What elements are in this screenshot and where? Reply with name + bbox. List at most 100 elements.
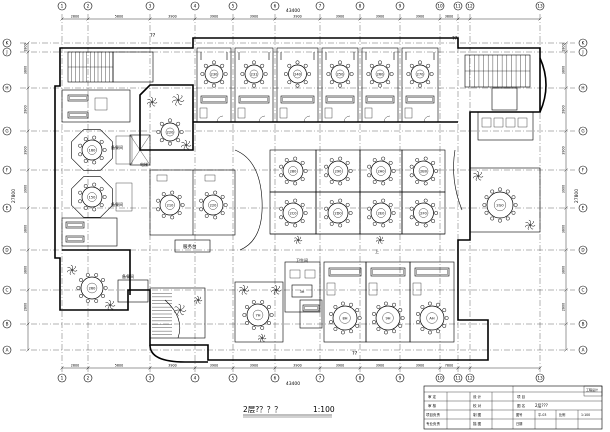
lazy-susan [252, 309, 264, 321]
chair [349, 302, 354, 307]
chair [431, 177, 436, 182]
chair [505, 189, 510, 194]
axis-letter: F [6, 168, 9, 173]
axis-number: 4 [194, 376, 197, 381]
chair [326, 72, 331, 76]
leaf [477, 175, 482, 181]
round-table-center: 290 [324, 156, 353, 186]
lazy-susan [87, 145, 97, 155]
sofa-seat [69, 113, 87, 117]
axis-bubble [435, 1, 445, 11]
axis-letter: D [5, 248, 8, 253]
axis-bubble [2, 83, 12, 93]
axis-number: 1 [61, 4, 64, 9]
leaf [185, 140, 190, 146]
leaf [473, 172, 479, 177]
lazy-susan [288, 208, 298, 218]
round-table-left-lower: 260 [76, 273, 108, 303]
chair [293, 198, 298, 203]
chair [78, 199, 83, 204]
label-bottom-qq: ?? [352, 351, 358, 357]
door-swing [303, 115, 311, 123]
axis-bubble [578, 245, 588, 255]
leaf [109, 300, 114, 306]
dimension-text: 3900 [293, 364, 301, 368]
axis-letter: J [5, 50, 7, 55]
leaf [258, 335, 263, 339]
dimension-text: 3900 [562, 185, 566, 193]
room-number: 2G0 [496, 203, 504, 207]
chair [378, 60, 382, 65]
chair [260, 63, 265, 68]
lazy-susan [376, 208, 386, 218]
axis-letter: G [5, 129, 8, 134]
chair [220, 211, 225, 216]
lazy-susan [375, 69, 385, 79]
chair [324, 173, 329, 178]
leaf [109, 304, 114, 310]
chair [338, 181, 343, 186]
dimension-text: 3800 [24, 266, 28, 274]
leaf [261, 333, 263, 339]
chair [92, 160, 97, 165]
room-number: 280 [290, 169, 298, 173]
left-total-dimension: 27800 [11, 189, 17, 203]
dimension-tick [358, 366, 362, 370]
chair [333, 305, 338, 309]
chair [372, 200, 377, 205]
chair [391, 211, 396, 215]
leaf [243, 285, 248, 291]
leaf [149, 101, 153, 108]
chair [431, 160, 436, 165]
room-number: 2F0 [420, 211, 427, 215]
leaf [473, 175, 479, 179]
chair [260, 300, 265, 305]
leaf [271, 289, 277, 293]
room-number: 230 [211, 72, 219, 76]
chair [220, 194, 225, 199]
dimension-text: 3900 [250, 15, 258, 19]
lazy-susan [288, 166, 298, 176]
dimension-tick [564, 168, 568, 172]
tb-drawing-name: 2层??? [535, 402, 548, 408]
chair [78, 143, 83, 148]
dimension-text: 3900 [336, 15, 344, 19]
leaf [376, 239, 381, 242]
leaf [105, 304, 111, 308]
room-number: 250 [337, 72, 345, 76]
chair [420, 327, 425, 331]
axis-bubble [465, 373, 475, 383]
wc-room [284, 261, 321, 313]
leaf [260, 337, 263, 343]
chair [199, 207, 204, 212]
corner-room [139, 84, 194, 151]
round-table-center: 2A0 [367, 156, 396, 186]
chair [287, 63, 292, 68]
chair-pair [493, 117, 504, 128]
leaf [378, 239, 381, 245]
leaf [185, 144, 192, 147]
chair [431, 202, 436, 207]
axis-bubble [2, 285, 12, 295]
chair [83, 184, 88, 189]
cabinet [324, 107, 333, 119]
dimension-tick [26, 288, 30, 292]
sofa-icon [370, 267, 406, 277]
axis-number: 13 [537, 4, 543, 9]
chair [369, 63, 374, 68]
chair [159, 121, 164, 126]
dimension-tick [438, 17, 442, 21]
chair [398, 323, 403, 328]
chair [293, 181, 298, 186]
dimension-tick [564, 41, 568, 45]
leaf [174, 309, 181, 313]
chair [429, 72, 434, 76]
chair [372, 320, 376, 325]
cabinet [199, 107, 208, 119]
dimension-tick [468, 17, 472, 21]
cabinet [368, 282, 378, 296]
dimension-text: 3800 [24, 66, 28, 74]
leaf [71, 265, 76, 271]
